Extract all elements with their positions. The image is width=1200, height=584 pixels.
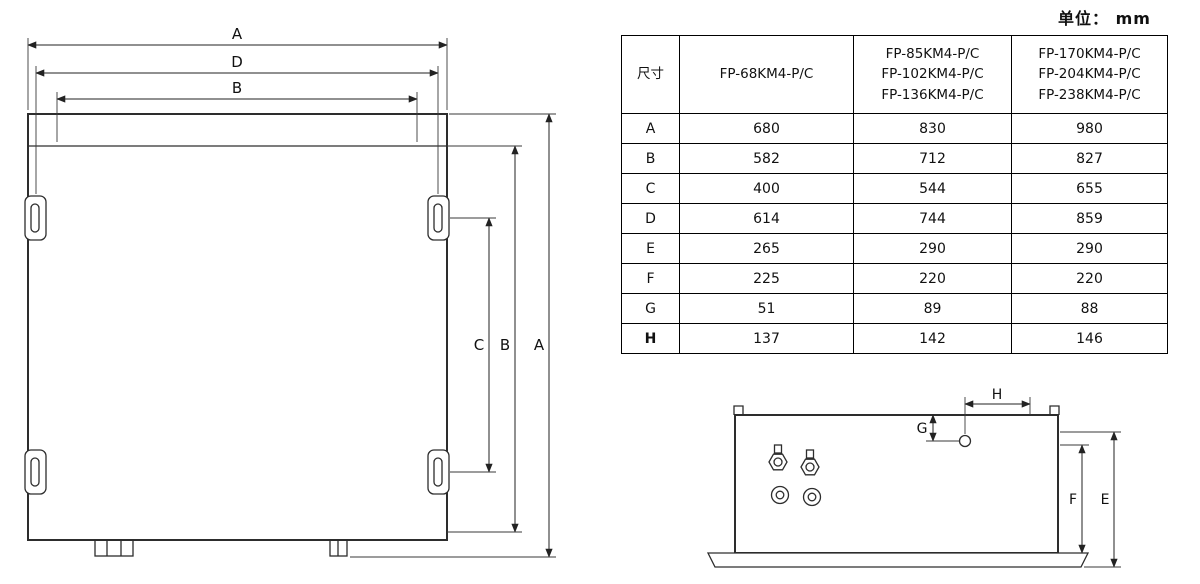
table-cell: 582 <box>679 143 854 174</box>
table-row: E 265 290 290 <box>621 233 1168 264</box>
hanger-hook-left <box>733 405 744 415</box>
top-view-dim-labels: A D B C B A <box>231 25 545 354</box>
dim-label-A-width: A <box>232 25 243 43</box>
dimension-table: 尺寸 FP-68KM4-P/C FP-85KM4-P/C FP-102KM4-P… <box>621 35 1168 354</box>
col-header-model-group-1: FP-68KM4-P/C <box>679 35 854 114</box>
side-body-outline <box>706 405 1090 568</box>
side-view-drawing: H G F E <box>706 387 1121 568</box>
pipe-union-2 <box>802 487 822 507</box>
model-name: FP-136KM4-P/C <box>881 86 984 103</box>
table-cell: 89 <box>853 293 1012 324</box>
table-cell: 290 <box>1011 233 1168 264</box>
hanger-bracket-bottom-left <box>24 449 47 495</box>
table-cell: 137 <box>679 323 854 354</box>
table-cell: 51 <box>679 293 854 324</box>
top-view-drawing: A D B C B A <box>24 25 556 558</box>
table-cell: 712 <box>853 143 1012 174</box>
panel-bottom <box>706 552 1090 568</box>
model-name: FP-238KM4-P/C <box>1038 86 1141 103</box>
pipe-connections <box>768 434 972 507</box>
dim-label-B-width: B <box>232 79 242 97</box>
dimension-label: H <box>621 323 680 354</box>
dimension-label: F <box>621 263 680 294</box>
table-row: F 225 220 220 <box>621 263 1168 294</box>
table-cell: 830 <box>853 113 1012 144</box>
table-row: D 614 744 859 <box>621 203 1168 234</box>
hanger-bracket-top-right <box>427 195 450 241</box>
hanger-bracket-bottom-right <box>427 449 450 495</box>
model-name: FP-170KM4-P/C <box>1038 46 1141 63</box>
table-row: C 400 544 655 <box>621 173 1168 204</box>
unit-body-outline <box>27 113 448 557</box>
dimension-label: C <box>621 173 680 204</box>
dim-label-D-width: D <box>231 53 243 71</box>
hanger-brackets <box>24 195 450 495</box>
dim-label-B-height: B <box>500 336 510 354</box>
table-cell: 400 <box>679 173 854 204</box>
table-row: A 680 830 980 <box>621 113 1168 144</box>
valve-stem-2 <box>805 449 815 459</box>
table-cell: 88 <box>1011 293 1168 324</box>
table-cell: 614 <box>679 203 854 234</box>
model-name: FP-102KM4-P/C <box>881 66 984 83</box>
table-row: B 582 712 827 <box>621 143 1168 174</box>
dimension-label: G <box>621 293 680 324</box>
col-header-model-group-2: FP-85KM4-P/C FP-102KM4-P/C FP-136KM4-P/C <box>853 35 1012 114</box>
table-cell: 980 <box>1011 113 1168 144</box>
table-row: G 51 89 88 <box>621 293 1168 324</box>
pipe-hex-nut-2 <box>800 458 820 476</box>
unit-of-measure-label: 单位： mm <box>1058 9 1151 28</box>
dimension-table-container: 尺寸 FP-68KM4-P/C FP-85KM4-P/C FP-102KM4-P… <box>621 35 1168 354</box>
drain-connection <box>958 434 972 448</box>
col-header-model-group-3: FP-170KM4-P/C FP-204KM4-P/C FP-238KM4-P/… <box>1011 35 1168 114</box>
hanger-bracket-top-left <box>24 195 47 241</box>
dim-label-G: G <box>917 421 928 437</box>
dimension-label: D <box>621 203 680 234</box>
table-cell: 827 <box>1011 143 1168 174</box>
hanger-hook-right <box>1049 405 1060 415</box>
model-name: FP-85KM4-P/C <box>885 46 980 63</box>
dimension-lines <box>27 41 553 558</box>
table-cell: 859 <box>1011 203 1168 234</box>
side-view-dim-labels: H G F E <box>917 387 1110 508</box>
table-row: H 137 142 146 <box>621 323 1168 354</box>
dim-label-E: E <box>1101 492 1110 508</box>
table-cell: 220 <box>1011 263 1168 294</box>
side-dimension-lines <box>929 400 1118 568</box>
dim-label-F: F <box>1069 492 1077 508</box>
dim-label-A-height: A <box>534 336 545 354</box>
table-cell: 142 <box>853 323 1012 354</box>
bottom-tabs <box>94 539 348 557</box>
table-cell: 680 <box>679 113 854 144</box>
pipe-union-1 <box>770 485 790 505</box>
model-name: FP-204KM4-P/C <box>1038 66 1141 83</box>
table-cell: 225 <box>679 263 854 294</box>
pipe-hex-nut-1 <box>768 453 788 471</box>
table-header-row: 尺寸 FP-68KM4-P/C FP-85KM4-P/C FP-102KM4-P… <box>621 35 1168 114</box>
table-cell: 744 <box>853 203 1012 234</box>
table-cell: 146 <box>1011 323 1168 354</box>
col-header-size: 尺寸 <box>621 35 680 114</box>
dim-label-H: H <box>992 387 1003 403</box>
dimension-label: B <box>621 143 680 174</box>
valve-stem-1 <box>773 444 783 454</box>
dim-label-C-height: C <box>474 336 484 354</box>
dimension-label: E <box>621 233 680 264</box>
table-cell: 220 <box>853 263 1012 294</box>
table-cell: 655 <box>1011 173 1168 204</box>
table-cell: 544 <box>853 173 1012 204</box>
dimension-label: A <box>621 113 680 144</box>
table-cell: 265 <box>679 233 854 264</box>
table-cell: 290 <box>853 233 1012 264</box>
